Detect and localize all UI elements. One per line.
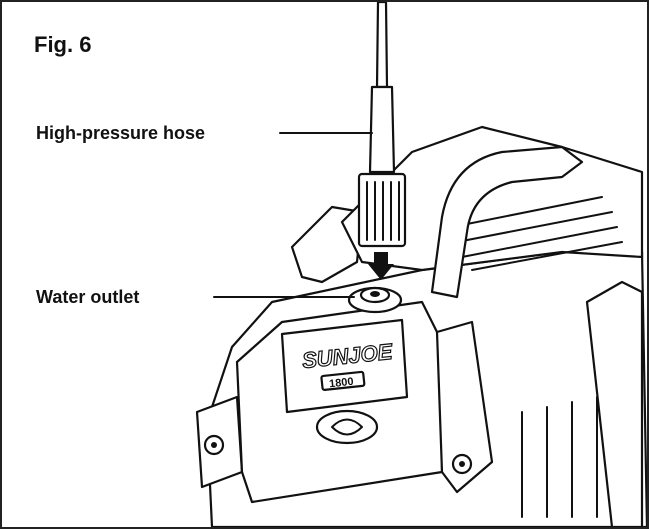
- hose-tube: [375, 2, 389, 89]
- top-vent-ribs: [451, 196, 623, 271]
- right-bumper: [435, 320, 494, 494]
- callout-water-outlet: Water outlet: [36, 287, 140, 307]
- hose-ferrule: [368, 85, 396, 174]
- side-grille: [521, 396, 598, 518]
- water-outlet-hole: [370, 291, 380, 297]
- emblem-mark: [331, 418, 363, 436]
- callout-high-pressure-hose: High-pressure hose: [36, 123, 206, 143]
- coupling-knurl: [366, 181, 400, 241]
- emblem: [315, 409, 379, 445]
- right-frame-leg: [585, 280, 644, 527]
- carry-handle: [430, 145, 584, 299]
- left-bolt-center: [211, 442, 217, 448]
- model-badge-text: 1800: [329, 376, 355, 390]
- model-badge: [320, 370, 366, 391]
- connect-arrow: [368, 252, 394, 280]
- figure-label: Fig. 6: [34, 32, 92, 57]
- right-bolt-center: [459, 461, 465, 467]
- logo-panel: [280, 318, 409, 414]
